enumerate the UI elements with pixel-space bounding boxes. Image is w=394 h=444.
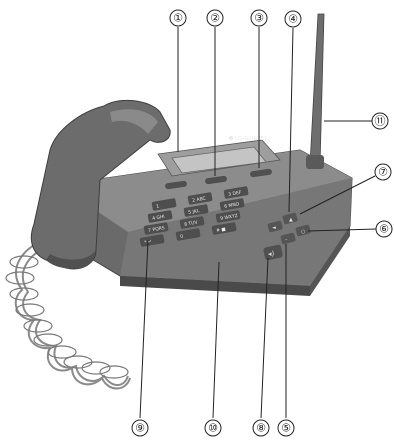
callout-number: ⑪	[372, 113, 388, 129]
callout-label: ⑪	[375, 115, 386, 128]
callout-label: ⑧	[256, 422, 266, 435]
callout-number: ④	[285, 11, 301, 27]
callout-label: ⑥	[379, 223, 389, 236]
callout-number: ⑩	[205, 420, 221, 436]
callout-number: ⑥	[376, 221, 392, 237]
menu-icon: ○	[301, 229, 305, 235]
callout-label: ①	[173, 12, 183, 25]
callout-number: ⑤	[278, 420, 294, 436]
callout-number: ①	[170, 10, 186, 26]
callout-number: ⑨	[132, 420, 148, 436]
svg-text:LG-NORTEL: LG-NORTEL	[235, 136, 268, 142]
callout-number: ②	[207, 10, 223, 26]
antenna	[306, 14, 324, 169]
callout-label: ⑦	[378, 166, 388, 179]
callout-number: ③	[251, 10, 267, 26]
left-arrow-icon: ◄	[272, 225, 276, 231]
callout-label: ⑩	[208, 422, 218, 435]
callout-number: ⑦	[375, 164, 391, 180]
callout-label: ⑨	[135, 422, 145, 435]
up-arrow-icon: ▲	[289, 217, 293, 223]
speaker-icon: ◂)	[268, 250, 275, 258]
brand-logo: LG-NORTEL	[229, 136, 268, 142]
callout-label: ②	[210, 12, 220, 25]
callout-label: ③	[254, 12, 264, 25]
callout-label: ④	[288, 13, 298, 26]
callout-label: ⑤	[281, 422, 291, 435]
callout-number: ⑧	[253, 420, 269, 436]
